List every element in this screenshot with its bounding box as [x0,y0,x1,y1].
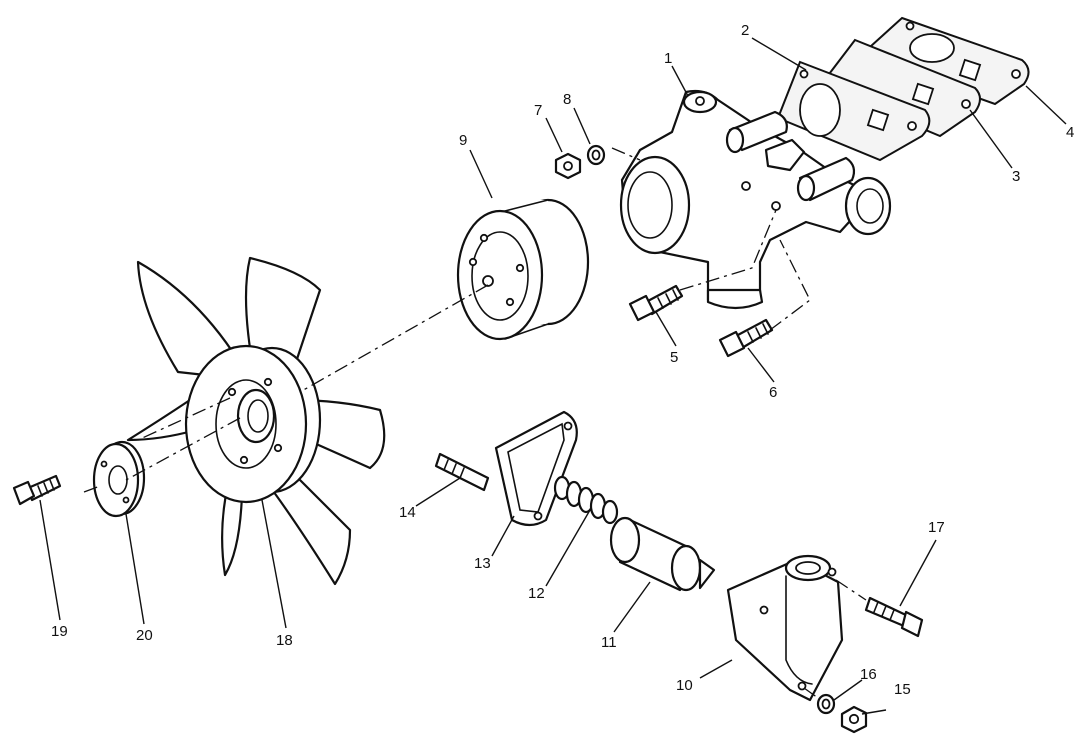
thermostat-housing-10 [726,554,844,702]
callout-6: 6 [769,384,777,401]
callout-19: 19 [51,623,68,640]
gasket-2 [776,60,931,162]
callout-9: 9 [459,132,467,149]
callout-2: 2 [741,22,749,39]
callout-numbers: 1 2 3 4 5 6 7 8 9 10 11 12 13 14 15 16 1… [51,22,1074,698]
callout-5: 5 [670,349,678,366]
pump-housing-1 [619,89,892,310]
callout-leaders [39,37,1067,715]
callout-8: 8 [563,91,571,108]
bolt-17 [864,596,924,638]
callout-18: 18 [276,632,293,649]
pulley-9 [456,198,590,341]
callout-12: 12 [528,585,545,602]
fan-18 [126,256,386,586]
gasket-13 [494,410,578,527]
rear-plate-4 [858,16,1030,106]
callout-20: 20 [136,627,153,644]
callout-16: 16 [860,666,877,683]
callout-4: 4 [1066,124,1074,141]
callout-15: 15 [894,681,911,698]
bolt-6 [718,318,774,358]
spring-12 [553,475,619,525]
callout-13: 13 [474,555,491,572]
callout-1: 1 [664,50,672,67]
thermostat-11 [609,516,716,592]
callout-17: 17 [928,519,945,536]
nut-7 [554,152,582,180]
lock-washer-8 [586,144,606,166]
callout-10: 10 [676,677,693,694]
spacer-20 [92,440,146,518]
stud-14 [434,452,490,492]
nut-15 [840,705,868,734]
callout-3: 3 [1012,168,1020,185]
callout-14: 14 [399,504,416,521]
assembly-axis-lines [83,147,867,699]
callout-7: 7 [534,102,542,119]
callout-11: 11 [601,634,617,651]
bolt-5 [628,284,684,322]
lock-washer-16 [816,693,836,715]
bolt-19 [12,474,62,506]
gasket-3 [818,38,981,138]
